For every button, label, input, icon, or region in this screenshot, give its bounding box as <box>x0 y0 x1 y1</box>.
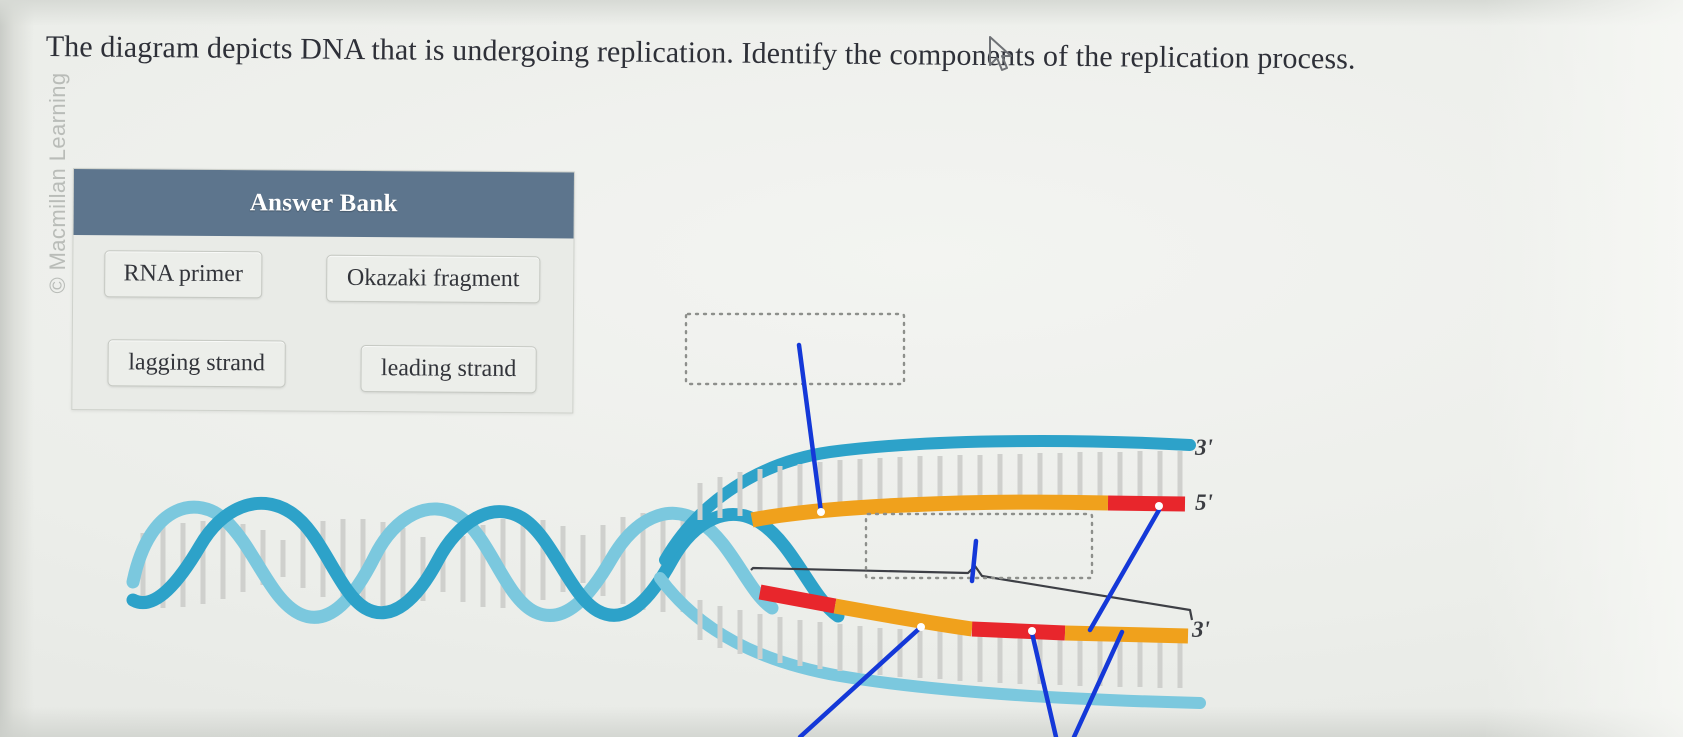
label-three-prime-top: 3' <box>1195 435 1213 460</box>
answer-chip-lagging-strand[interactable]: lagging strand <box>107 339 286 388</box>
page-edge-shadow-left <box>0 0 34 737</box>
dropzone-bottom-hit-area[interactable] <box>866 514 1092 580</box>
answer-bank-title: Answer Bank <box>73 169 574 239</box>
page-edge-shadow-top <box>0 0 1683 26</box>
page-edge-shadow-bottom <box>0 707 1683 737</box>
label-three-prime-bottom: 3' <box>1192 617 1210 642</box>
answer-chip-rna-primer[interactable]: RNA primer <box>104 250 263 299</box>
mouse-cursor-icon <box>989 36 1012 71</box>
dropzone-top-hit-area[interactable] <box>686 312 904 384</box>
page-glare-right <box>1483 0 1683 737</box>
answer-chip-okazaki-fragment[interactable]: Okazaki fragment <box>326 254 541 304</box>
answer-bank-panel: Answer Bank RNA primer Okazaki fragment … <box>71 168 575 414</box>
answer-bank-body: RNA primer Okazaki fragment lagging stra… <box>72 235 573 412</box>
copyright-watermark: © Macmillan Learning <box>45 72 70 294</box>
answer-chip-leading-strand[interactable]: leading strand <box>360 345 537 394</box>
label-five-prime-top: 5' <box>1195 490 1213 515</box>
